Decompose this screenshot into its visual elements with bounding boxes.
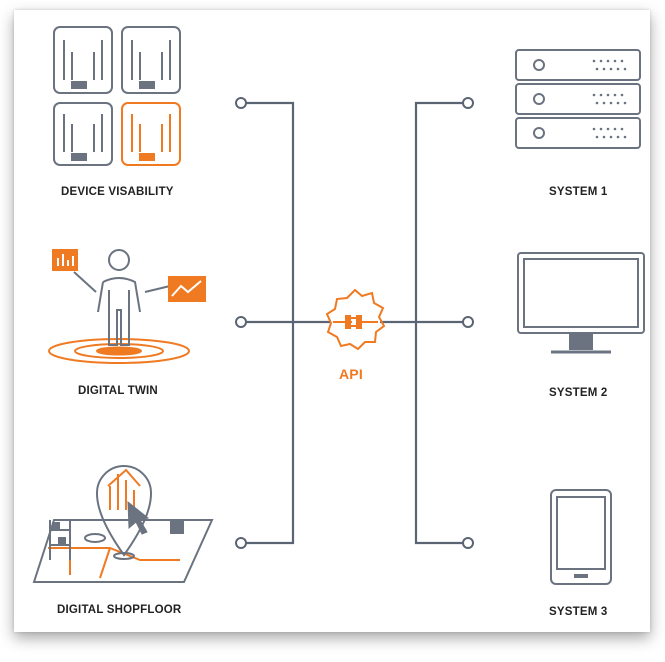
system-3-label: SYSTEM 3 xyxy=(549,606,608,618)
monitor-icon xyxy=(517,252,645,354)
server-rack-icon xyxy=(515,49,641,149)
system-1-label: SYSTEM 1 xyxy=(549,186,608,198)
connector-lines xyxy=(246,101,463,545)
digital-twin-icon xyxy=(48,249,206,364)
api-label: API xyxy=(339,366,363,382)
digital-twin-label: DIGITAL TWIN xyxy=(78,385,158,397)
devices-grid-icon xyxy=(53,26,181,166)
tablet-icon xyxy=(550,489,612,585)
api-plug-gear-icon xyxy=(325,288,386,351)
shopfloor-map-icon xyxy=(32,465,214,583)
connector-endpoints xyxy=(235,97,474,549)
digital-shopfloor-label: DIGITAL SHOPFLOOR xyxy=(57,604,182,616)
device-visibility-label: DEVICE VISABILITY xyxy=(61,186,174,198)
system-2-label: SYSTEM 2 xyxy=(549,387,608,399)
